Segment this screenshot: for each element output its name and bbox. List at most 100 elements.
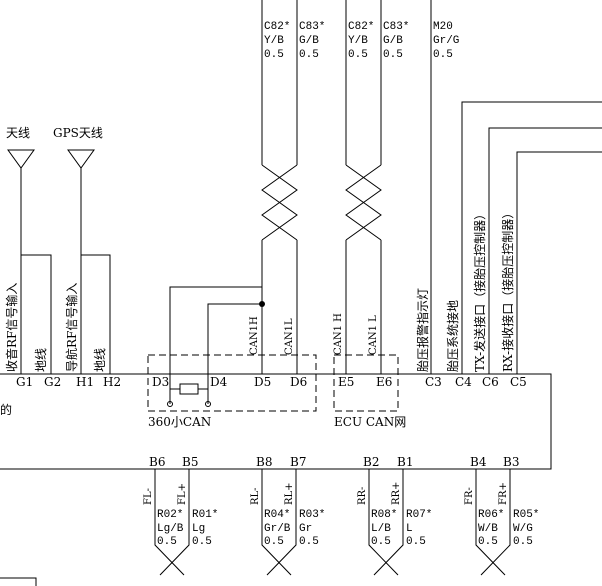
pin-b7: B7 bbox=[290, 455, 306, 469]
wire-size: 0.5 bbox=[264, 49, 284, 61]
signal-fr-plus: FR+ bbox=[498, 482, 509, 505]
wire-code: R04* bbox=[264, 509, 290, 521]
wire-color: Gr/G bbox=[433, 35, 459, 47]
wire-size: 0.5 bbox=[192, 536, 212, 548]
signal-rl-plus: RL+ bbox=[284, 482, 295, 505]
pin-label-rf-nav: 导航RF信号输入 bbox=[64, 283, 79, 372]
radio-antenna-label: 天线 bbox=[6, 126, 30, 140]
partial-box bbox=[0, 577, 37, 586]
pin-b6: B6 bbox=[149, 455, 165, 469]
signal-rr-minus: RR- bbox=[357, 487, 368, 505]
wire-size: 0.5 bbox=[478, 536, 498, 548]
can360-block: 360小CAN CAN1H CAN1L D3 D4 D5 D6 bbox=[147, 0, 317, 429]
resistor-icon bbox=[179, 383, 199, 395]
wire-size: 0.5 bbox=[157, 536, 177, 548]
wire-color: L/B bbox=[371, 523, 391, 535]
module-box bbox=[0, 373, 552, 470]
pin-d3: D3 bbox=[152, 375, 169, 389]
wire-size: 0.5 bbox=[264, 536, 284, 548]
gps-antenna-label: GPS天线 bbox=[53, 126, 103, 140]
wire-code: R01* bbox=[192, 509, 218, 521]
signal-rl-minus: RL- bbox=[250, 487, 261, 505]
tpms-pin-group: 胎压报警指示灯 胎压系统接地 TX-发送接口（接胎压控制器） RX-接收接口（接… bbox=[415, 0, 602, 389]
pin-c6: C6 bbox=[482, 375, 499, 389]
ecu-label: ECU CAN网 bbox=[334, 415, 406, 429]
wire-color: L bbox=[406, 523, 413, 535]
pin-e5: E5 bbox=[338, 375, 354, 389]
pin-e6: E6 bbox=[376, 375, 392, 389]
pin-c3: C3 bbox=[425, 375, 442, 389]
radio-antenna-icon bbox=[7, 149, 35, 169]
wire-size: 0.5 bbox=[406, 536, 426, 548]
wire-color: Lg bbox=[192, 523, 205, 535]
top-wire-labels: C82* Y/B 0.5 C83* G/B 0.5 C82* Y/B 0.5 C… bbox=[264, 21, 459, 61]
pin-label-ground-1: 地线 bbox=[34, 348, 48, 372]
wire-color: G/B bbox=[299, 35, 319, 47]
bottom-group-fl: B6 B5 FL- FL+ R02* Lg/B 0.5 R01* Lg 0.5 bbox=[143, 455, 218, 576]
twisted-pair-icon bbox=[345, 164, 382, 241]
wire-color: Y/B bbox=[264, 35, 284, 47]
side-fragment: 的 bbox=[0, 402, 12, 417]
pin-b3: B3 bbox=[503, 455, 519, 469]
left-pin-group: 收音RF信号输入 地线 导航RF信号输入 地线 G1 G2 H1 H2 bbox=[4, 283, 121, 389]
bottom-group-rr: B2 B1 RR- RR+ R08* L/B 0.5 R07* L 0.5 bbox=[357, 455, 432, 576]
signal-rr-plus: RR+ bbox=[391, 482, 402, 505]
pin-g2: G2 bbox=[44, 375, 61, 389]
wire-color: W/G bbox=[513, 523, 533, 535]
wire-code: R05* bbox=[513, 509, 539, 521]
wire-color: G/B bbox=[383, 35, 403, 47]
pin-label-tpms-tx: TX-发送接口（接胎压控制器） bbox=[472, 208, 487, 372]
wire-code: R06* bbox=[478, 509, 504, 521]
wire-size: 0.5 bbox=[383, 49, 403, 61]
pin-d6: D6 bbox=[290, 375, 307, 389]
pin-label-can1-h: CAN1 H bbox=[333, 313, 344, 355]
wire-code: R02* bbox=[157, 509, 183, 521]
pin-label-ground-2: 地线 bbox=[93, 348, 107, 372]
pin-label-tpms-rx: RX-接收接口（接胎压控制器） bbox=[500, 207, 515, 372]
wire-size: 0.5 bbox=[433, 49, 453, 61]
pin-c4: C4 bbox=[455, 375, 472, 389]
pin-h1: H1 bbox=[76, 375, 94, 389]
signal-fl-minus: FL- bbox=[143, 488, 154, 505]
signal-fl-plus: FL+ bbox=[177, 483, 188, 505]
wire-size: 0.5 bbox=[371, 536, 391, 548]
wire-color: Gr bbox=[299, 523, 312, 535]
twisted-pair-icon bbox=[261, 164, 298, 241]
signal-fr-minus: FR- bbox=[464, 487, 475, 505]
pin-label-tpms-ground: 胎压系统接地 bbox=[445, 300, 460, 372]
pin-h2: H2 bbox=[103, 375, 121, 389]
wire-color: W/B bbox=[478, 523, 498, 535]
wire-code: C82* bbox=[264, 21, 290, 33]
pin-b8: B8 bbox=[256, 455, 272, 469]
pin-b5: B5 bbox=[182, 455, 198, 469]
wire-size: 0.5 bbox=[348, 49, 368, 61]
wire-code: M20 bbox=[433, 21, 453, 33]
pin-d4: D4 bbox=[210, 375, 228, 389]
pin-label-rf-radio: 收音RF信号输入 bbox=[4, 283, 19, 372]
gps-antenna: GPS天线 bbox=[53, 126, 103, 374]
wire-code: R07* bbox=[406, 509, 432, 521]
pin-label-can1l: CAN1L bbox=[284, 318, 295, 355]
radio-antenna: 天线 bbox=[6, 126, 35, 374]
bottom-group-rl: B8 B7 RL- RL+ R04* Gr/B 0.5 R03* Gr 0.5 bbox=[250, 455, 325, 576]
pin-g1: G1 bbox=[16, 375, 33, 389]
wire-size: 0.5 bbox=[299, 49, 319, 61]
wire-color: Gr/B bbox=[264, 523, 291, 535]
pin-b2: B2 bbox=[363, 455, 379, 469]
pin-d5: D5 bbox=[254, 375, 271, 389]
pin-b1: B1 bbox=[397, 455, 413, 469]
bottom-group-fr: B4 B3 FR- FR+ R06* W/B 0.5 R05* W/G 0.5 bbox=[464, 455, 539, 576]
can360-label: 360小CAN bbox=[148, 415, 211, 429]
wire-size: 0.5 bbox=[513, 536, 533, 548]
pin-label-can1-l: CAN1 L bbox=[368, 315, 379, 355]
gps-antenna-icon bbox=[67, 149, 95, 169]
wire-color: Y/B bbox=[348, 35, 368, 47]
wire-code: R08* bbox=[371, 509, 397, 521]
wire-color: Lg/B bbox=[157, 523, 184, 535]
wire-code: C83* bbox=[383, 21, 409, 33]
pin-label-can1h: CAN1H bbox=[249, 316, 260, 355]
ecu-can-block: ECU CAN网 CAN1 H CAN1 L E5 E6 bbox=[333, 0, 406, 429]
pin-label-tpms-lamp: 胎压报警指示灯 bbox=[415, 288, 430, 372]
wire-code: R03* bbox=[299, 509, 325, 521]
